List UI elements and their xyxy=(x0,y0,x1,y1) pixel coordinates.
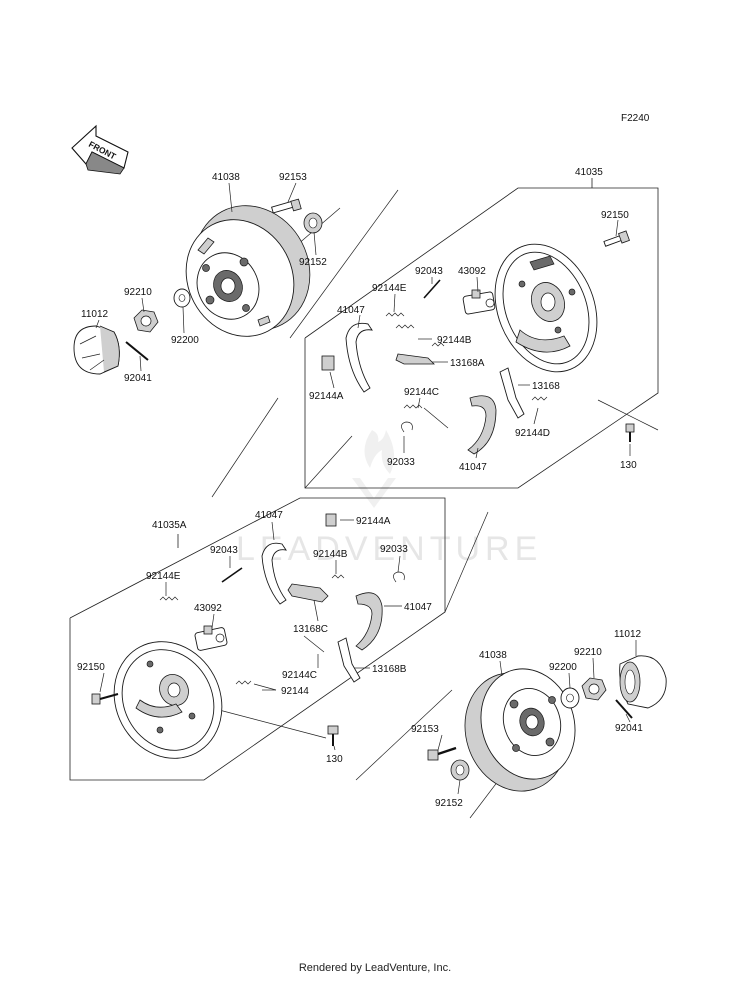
clip-92144A-left xyxy=(325,513,337,527)
label-13168: 13168 xyxy=(532,381,560,392)
label-92033-right: 92033 xyxy=(387,457,415,468)
label-92153-top: 92153 xyxy=(279,172,307,183)
lever-13168A-right xyxy=(395,353,435,365)
brake-shoe-41047-left-upper xyxy=(261,542,287,605)
wheel-cylinder-43092-left xyxy=(194,625,228,651)
spring-92144E-right xyxy=(385,312,405,317)
label-92152-bottom: 92152 xyxy=(435,798,463,809)
front-direction-arrow-icon: FRONT xyxy=(71,124,129,175)
label-11012-bottom: 11012 xyxy=(614,629,642,640)
brake-shoe-41047-left-lower xyxy=(355,592,383,651)
brake-shoe-41047-right-upper xyxy=(345,322,373,393)
label-92200-top: 92200 xyxy=(171,335,199,346)
washer-92200-top xyxy=(173,288,191,308)
spring-92144C-right xyxy=(403,404,449,429)
label-43092-left: 43092 xyxy=(194,603,222,614)
label-92210-top: 92210 xyxy=(124,287,152,298)
bolt-92153-bottom xyxy=(427,746,457,761)
nut-92210-bottom xyxy=(581,677,607,701)
label-92200-bottom: 92200 xyxy=(549,662,577,673)
nut-92210-top xyxy=(133,309,159,333)
label-92150-left: 92150 xyxy=(77,662,105,673)
part-labels: 41038 92153 92152 92210 92200 11012 9204… xyxy=(77,167,643,809)
label-92152-top: 92152 xyxy=(299,257,327,268)
clip-92033-left xyxy=(393,571,405,583)
washer-92152-bottom xyxy=(450,759,470,781)
bolt-92150-left xyxy=(91,693,119,705)
label-130-left: 130 xyxy=(326,754,343,765)
label-92210-bottom: 92210 xyxy=(574,647,602,658)
label-130-right: 130 xyxy=(620,460,637,471)
label-41047-left-upper: 41047 xyxy=(255,510,283,521)
pin-92043-right xyxy=(423,279,441,299)
diagram-code: F2240 xyxy=(621,113,650,124)
label-92041-top: 92041 xyxy=(124,373,152,384)
label-92144B-left: 92144B xyxy=(313,549,348,560)
spring-92144E-left xyxy=(159,596,179,601)
spring-92144D xyxy=(531,396,548,401)
label-92144E-left: 92144E xyxy=(146,571,181,582)
brake-shoe-41047-right-lower xyxy=(467,395,497,455)
label-41047-left-lower: 41047 xyxy=(404,602,432,613)
label-92041-bottom: 92041 xyxy=(615,723,643,734)
brake-drum-top xyxy=(185,205,311,337)
backing-plate-left xyxy=(113,641,223,759)
label-43092-right: 43092 xyxy=(458,266,486,277)
hub-cap-11012-top xyxy=(73,325,120,375)
spring-92144C-left xyxy=(303,635,325,653)
wheel-cylinder-43092-right xyxy=(462,289,496,315)
watermark: LEADVENTURE xyxy=(236,530,542,568)
lever-13168B xyxy=(337,637,361,683)
label-92144D: 92144D xyxy=(515,428,550,439)
label-41038-top: 41038 xyxy=(212,172,240,183)
pin-92043-left xyxy=(221,567,243,583)
spring-92144 xyxy=(235,680,277,691)
label-92144A-right: 92144A xyxy=(309,391,344,402)
label-92144C-left: 92144C xyxy=(282,670,317,681)
spring-92144B-right xyxy=(395,324,445,347)
bolt-130-right xyxy=(625,423,635,442)
label-92043-left: 92043 xyxy=(210,545,238,556)
brake-drum-bottom xyxy=(464,668,576,792)
bolt-92150-right xyxy=(603,230,630,247)
footer-credit: Rendered by LeadVenture, Inc. xyxy=(298,962,452,974)
label-92144: 92144 xyxy=(281,686,309,697)
label-41047-right-lower: 41047 xyxy=(459,462,487,473)
cotter-pin-92041-bottom xyxy=(615,699,633,719)
label-92144E-right: 92144E xyxy=(372,283,407,294)
washer-92200-bottom xyxy=(560,687,580,709)
cotter-pin-92041-top xyxy=(125,341,149,361)
watermark-logo-icon xyxy=(352,430,396,508)
label-41047-right-upper: 41047 xyxy=(337,305,365,316)
label-41035A: 41035A xyxy=(152,520,187,531)
label-92033-left: 92033 xyxy=(380,544,408,555)
label-92144C-right: 92144C xyxy=(404,387,439,398)
washer-92152-top xyxy=(303,212,323,234)
bolt-130-left xyxy=(327,725,339,746)
bolt-92153-top xyxy=(271,198,302,214)
label-92144B-right: 92144B xyxy=(437,335,472,346)
lever-13168C xyxy=(287,583,329,603)
clip-92144A-right xyxy=(321,355,335,371)
leader-lines xyxy=(95,182,637,795)
label-92150-right: 92150 xyxy=(601,210,629,221)
lever-13168-right xyxy=(499,367,525,419)
label-41035: 41035 xyxy=(575,167,603,178)
backing-plate-right xyxy=(494,243,598,373)
label-11012-top: 11012 xyxy=(81,309,109,320)
label-13168C: 13168C xyxy=(293,624,328,635)
label-13168B: 13168B xyxy=(372,664,407,675)
label-92144A-left: 92144A xyxy=(356,516,391,527)
clip-92033-right xyxy=(401,421,413,433)
label-92043-right: 92043 xyxy=(415,266,443,277)
label-41038-bottom: 41038 xyxy=(479,650,507,661)
label-13168A: 13168A xyxy=(450,358,485,369)
hub-cap-11012-bottom xyxy=(619,655,667,709)
spring-92144B-left xyxy=(331,574,345,579)
label-92153-bottom: 92153 xyxy=(411,724,439,735)
